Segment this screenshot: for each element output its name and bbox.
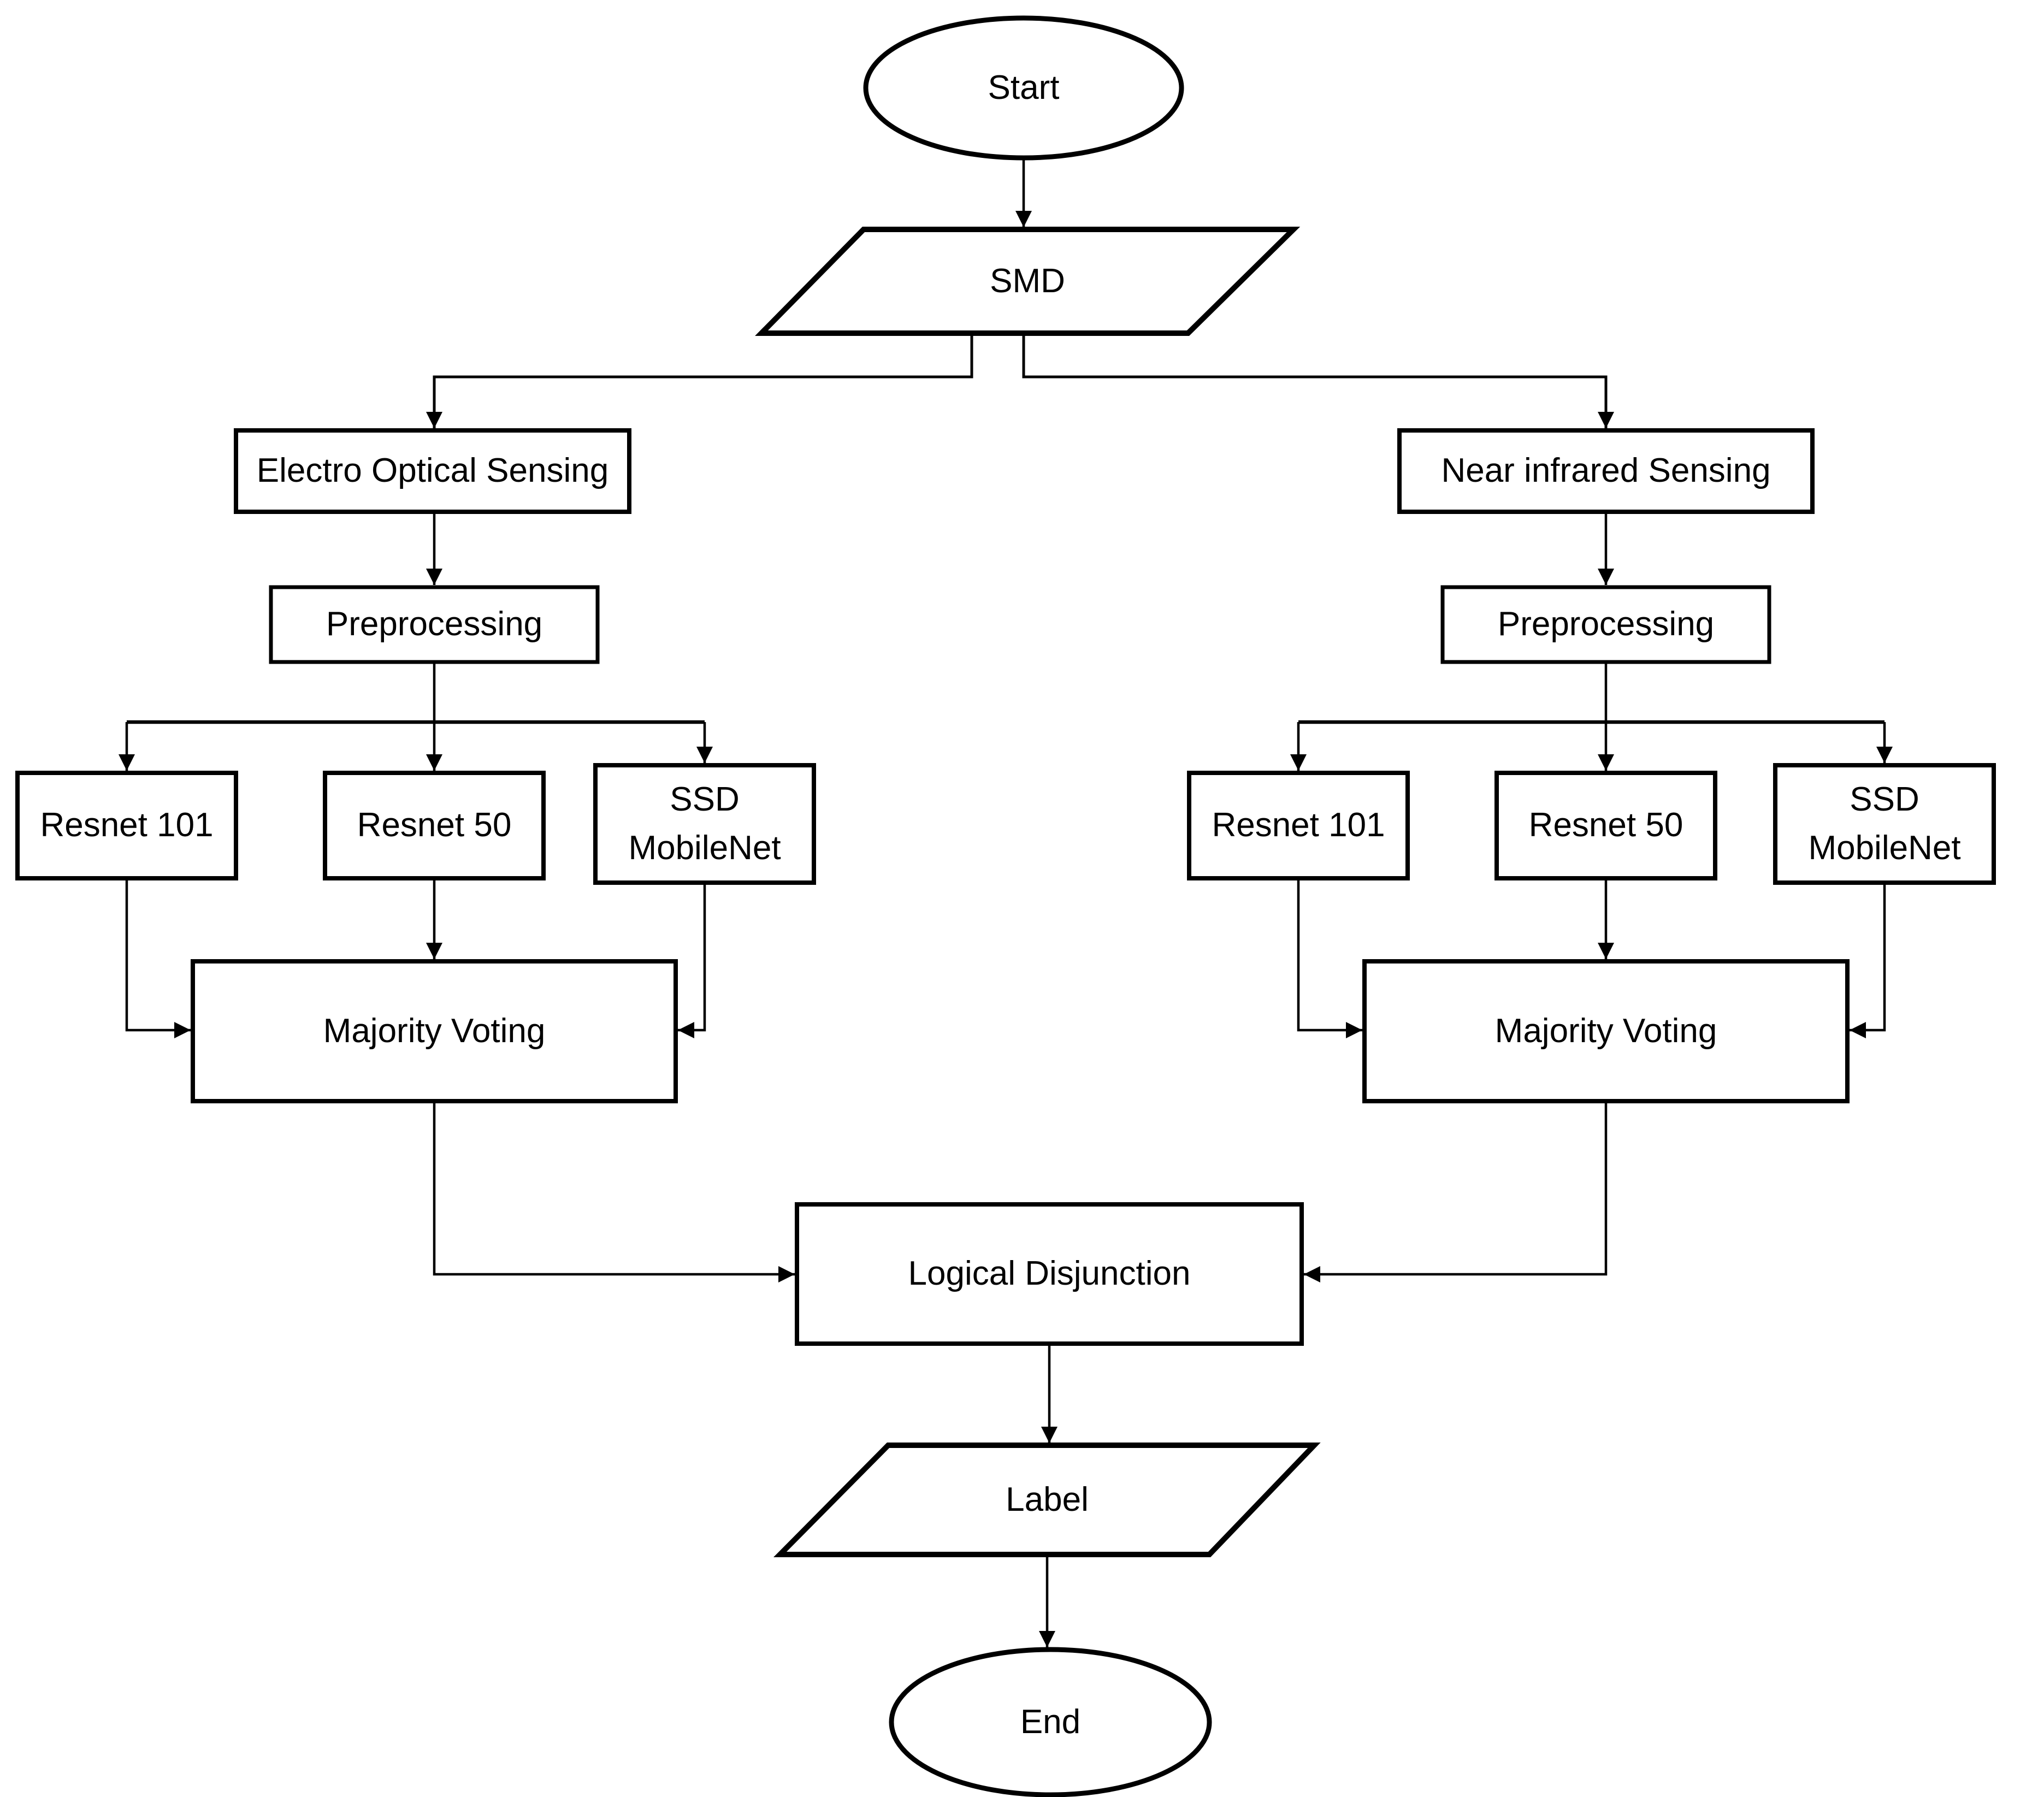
end-node-shape: [889, 1647, 1212, 1797]
nir-majority-voting-node-shape: [1362, 959, 1850, 1103]
start-node-shape: [863, 15, 1184, 161]
edge-smd-eo-sensing: [426, 334, 973, 428]
eo-majority-voting-node-shape: [191, 959, 678, 1103]
edge-eo-resnet101-voting: [125, 878, 191, 1038]
edge-nir-ssd-voting: [1850, 883, 1886, 1038]
nir-preprocessing-node-shape: [1440, 585, 1771, 664]
nir-resnet101-node-shape: [1187, 771, 1410, 880]
eo-resnet50-node-shape: [323, 771, 546, 880]
eo-ssd-mobilenet-node-shape: [593, 763, 816, 885]
edge-eo-ssd-voting: [678, 883, 706, 1038]
nir-resnet50-node-shape: [1494, 771, 1717, 880]
edge-eo-voting-disjunction: [433, 1101, 795, 1282]
smd-node-shape: [755, 227, 1301, 336]
eo-resnet101-node-shape: [15, 771, 238, 880]
eo-preprocessing-node-shape: [269, 585, 600, 664]
nir-sensing-node-shape: [1397, 428, 1815, 514]
edge-smd-nir-sensing: [1022, 334, 1614, 428]
edge-nir-resnet101-voting: [1297, 878, 1362, 1038]
nir-ssd-mobilenet-node-shape: [1773, 763, 1996, 885]
edge-nir-voting-disjunction: [1304, 1101, 1608, 1282]
logical-disjunction-node-shape: [795, 1202, 1304, 1346]
eo-sensing-node-shape: [234, 428, 631, 514]
label-node-shape: [773, 1443, 1321, 1557]
